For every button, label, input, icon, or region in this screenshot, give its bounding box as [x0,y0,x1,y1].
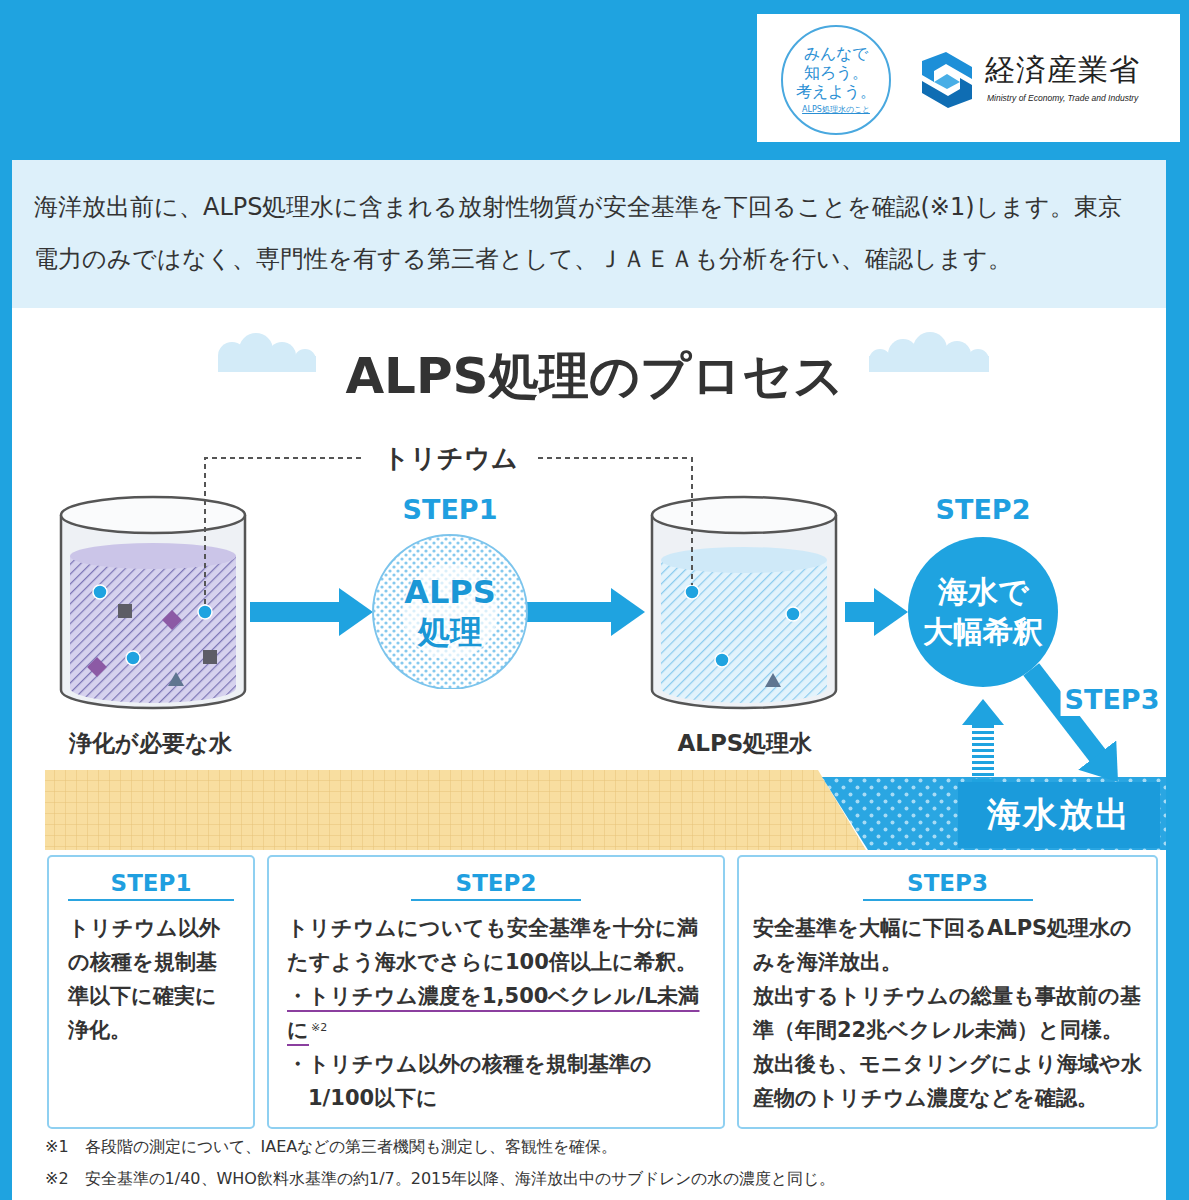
circle-text-dots: ALPS 処理 [368,535,532,689]
intro-box: 海洋放出前に、ALPS処理水に含まれる放射性物質が安全基準を下回ることを確認(※… [12,160,1166,308]
step-head: STEP1 [68,867,234,901]
tritium-dot [126,651,140,665]
nuclide-diamond [162,610,182,630]
water-surface [661,547,827,573]
logo-circle: みんなで 知ろう。 考えよう。 ALPS処理水のこと [781,25,891,135]
tank-node: ALPS処理水 [645,493,845,759]
leader-line [205,458,362,604]
ministry-name-en: Ministry of Economy, Trade and Industry [987,92,1138,104]
step-note: ※2 [311,1021,327,1034]
nuclide-diamond [87,657,107,677]
cloud [869,356,989,372]
process-circle: STEP2 海水で 大幅希釈 [906,493,1060,689]
footnote: ※2 安全基準の1/40、WHO飲料水基準の約1/7。2015年以降、海洋放出中… [45,1167,835,1191]
step-body: 放出するトリチウムの総量も事故前の基準（年間22兆ベクレル未満）と同様。 [753,979,1142,1047]
tritium-dot [198,605,212,619]
step-bullet: ・トリチウム濃度を1,500ベクレル/L未満に [287,984,699,1042]
step-head: STEP3 [863,867,1033,901]
process-arrow [250,602,340,622]
step-body: 放出後も、モニタリングにより海域や水産物のトリチウム濃度などを確認。 [753,1047,1142,1115]
tritium-dot [715,653,729,667]
sea-area [822,777,1166,850]
nuclide-square [118,604,132,618]
ministry-name: 経済産業省 [985,52,1140,88]
tritium-dot [93,585,107,599]
tank-top [652,497,836,533]
process-arrow [527,602,612,622]
step-box: STEP3 安全基準を大幅に下回るALPS処理水のみを海洋放出。放出するトリチウム… [737,855,1158,1129]
logo-main: みんなで 知ろう。 考えよう。 [793,44,879,101]
tank-water [661,560,827,703]
step-bullet: ・トリチウム以外の核種を規制基準の1/100以下に [287,1047,705,1115]
step-body: トリチウムについても安全基準を十分に満たすよう海水でさらに100倍以上に希釈。 [287,911,705,979]
nuclide-square [203,650,217,664]
tritium-label: トリチウム [370,440,530,476]
sea-band: 海水放出 [958,782,1160,848]
intro-text: 海洋放出前に、ALPS処理水に含まれる放射性物質が安全基準を下回ることを確認(※… [34,181,1144,285]
step-body: 安全基準を大幅に下回るALPS処理水のみを海洋放出。 [753,911,1142,979]
circle-text-solid: 海水で 大幅希釈 [906,537,1060,687]
nuclide-triangle [168,672,184,686]
tank-water [70,556,236,703]
leader-line [538,458,692,585]
ministry-logo [922,52,972,108]
water-surface [70,543,236,569]
footnote: ※1 各段階の測定について、IAEAなどの第三者機関も測定し、客観性を確保。 [45,1135,617,1159]
cloud [218,356,316,372]
diagram-title: ALPS処理のプロセス [0,345,1189,407]
dotted-circle [373,535,527,689]
edge-label: STEP3 [1061,684,1164,716]
tank-top [61,497,245,533]
intake-arrow [972,724,994,782]
ground-band [45,770,866,850]
step-head: STEP2 [411,867,581,901]
tank-label: ALPS処理水 [678,727,813,759]
logo-sub: ALPS処理水のこと [802,104,870,116]
solid-circle [908,537,1058,687]
sea-text: 海水放出 [987,792,1131,838]
circle-head: STEP1 [368,493,532,527]
circle-head: STEP2 [906,493,1060,527]
tank-label: 浄化が必要な水 [69,727,232,759]
tank-body [652,515,836,708]
frame-right [1166,0,1189,1200]
tank-illustration [61,497,245,708]
step-box: STEP2 トリチウムについても安全基準を十分に満たすよう海水でさらに100倍以上… [267,855,725,1129]
nuclide-triangle [765,673,781,687]
frame-left [0,0,12,1200]
tank-node: 浄化が必要な水 [50,493,250,759]
tank-body [61,515,245,708]
top-band [0,0,1189,160]
tank-illustration [652,497,836,708]
tritium-dot [685,585,699,599]
process-arrow [845,602,875,622]
logo-part [934,74,960,89]
header-panel [757,14,1180,142]
tritium-dot [786,607,800,621]
process-circle: STEP1ALPS 処理 [368,493,532,689]
step-box: STEP1 トリチウム以外の核種を規制基準以下に確実に浄化。 [47,855,255,1129]
step-body: トリチウム以外の核種を規制基準以下に確実に浄化。 [68,911,234,1047]
